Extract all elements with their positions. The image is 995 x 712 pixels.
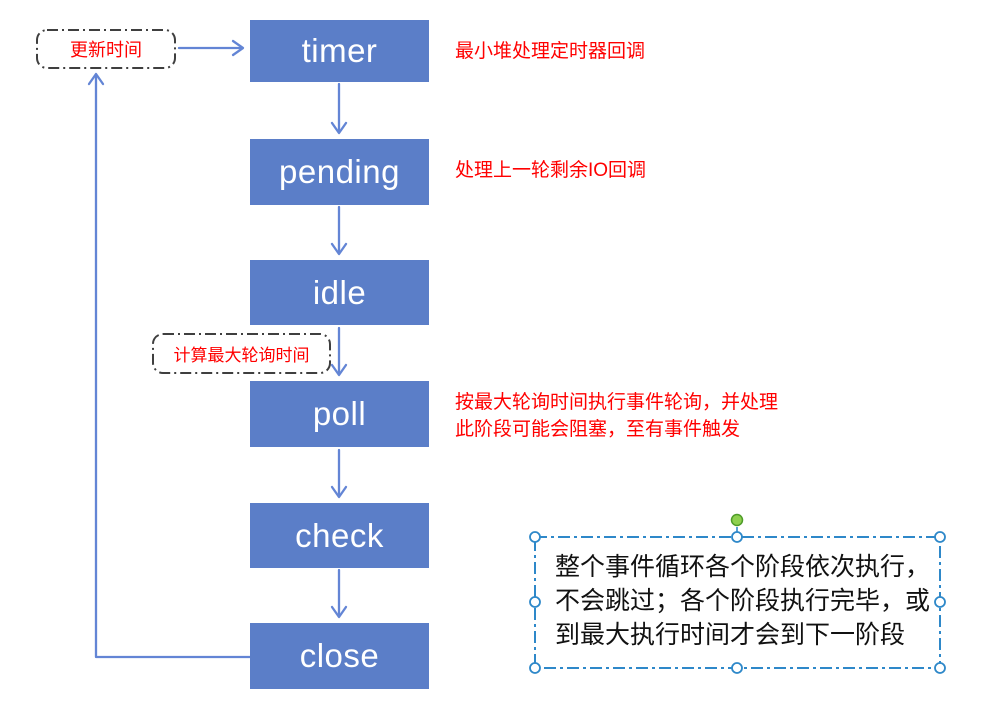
stage-box-idle[interactable]: idle xyxy=(250,260,429,325)
arrowhead-poll-to-check xyxy=(330,485,348,499)
arrowhead-pending-to-idle xyxy=(330,242,348,256)
note-line-3: 到最大执行时间才会到下一阶段 xyxy=(555,621,906,649)
update-time-callout-border[interactable] xyxy=(36,29,176,69)
rotate-handle[interactable] xyxy=(730,513,744,527)
arrowhead-update-to-timer xyxy=(231,39,245,57)
arrowhead-idle-to-poll xyxy=(330,363,348,377)
resize-handle-bottom-center[interactable] xyxy=(731,662,743,674)
update-time-callout[interactable]: 更新时间 xyxy=(37,30,175,68)
resize-handle-top-right[interactable] xyxy=(934,531,946,543)
resize-handle-bottom-left[interactable] xyxy=(529,662,541,674)
calc-poll-time-callout-border[interactable] xyxy=(152,333,331,374)
annotation-poll-line1: 按最大轮询时间执行事件轮询，并处理 xyxy=(455,392,779,413)
annotation-timer[interactable]: 最小堆处理定时器回调 xyxy=(455,41,646,62)
calc-poll-time-callout[interactable]: 计算最大轮询时间 xyxy=(153,334,330,373)
stage-box-pending[interactable]: pending xyxy=(250,139,429,205)
stage-label-pending: pending xyxy=(279,153,400,190)
arrowhead-close-to-update xyxy=(87,72,105,86)
stage-label-idle: idle xyxy=(312,273,367,311)
stage-box-poll[interactable]: poll xyxy=(250,381,429,447)
annotation-pending[interactable]: 处理上一轮剩余IO回调 xyxy=(455,160,647,181)
stage-box-close[interactable]: close xyxy=(250,623,429,689)
resize-handle-mid-left[interactable] xyxy=(529,596,541,608)
stage-box-check[interactable]: check xyxy=(250,503,429,568)
resize-handle-bottom-right[interactable] xyxy=(934,662,946,674)
note-line-1: 整个事件循环各个阶段依次执行， xyxy=(555,553,931,581)
note-text-box[interactable]: 整个事件循环各个阶段依次执行， 不会跳过；各个阶段执行完毕，或 到最大执行时间才… xyxy=(535,537,940,668)
resize-handle-top-center[interactable] xyxy=(731,531,743,543)
arrowhead-timer-to-pending xyxy=(330,121,348,135)
stage-label-check: check xyxy=(295,516,384,554)
stage-label-poll: poll xyxy=(312,395,367,432)
resize-handle-mid-right[interactable] xyxy=(934,596,946,608)
arrow-close-to-update xyxy=(94,75,252,659)
resize-handle-top-left[interactable] xyxy=(529,531,541,543)
stage-label-close: close xyxy=(299,637,380,674)
update-time-label: 更新时间 xyxy=(70,40,142,60)
arrowhead-check-to-close xyxy=(330,605,348,619)
stage-box-timer[interactable]: timer xyxy=(250,20,429,82)
annotation-poll[interactable]: 按最大轮询时间执行事件轮询，并处理 此阶段可能会阻塞，至有事件触发 xyxy=(455,389,778,443)
note-line-2: 不会跳过；各个阶段执行完毕，或 xyxy=(555,587,931,615)
annotation-poll-line2: 此阶段可能会阻塞，至有事件触发 xyxy=(455,419,741,440)
stage-label-timer: timer xyxy=(301,32,378,69)
calc-poll-time-label: 计算最大轮询时间 xyxy=(173,346,310,365)
